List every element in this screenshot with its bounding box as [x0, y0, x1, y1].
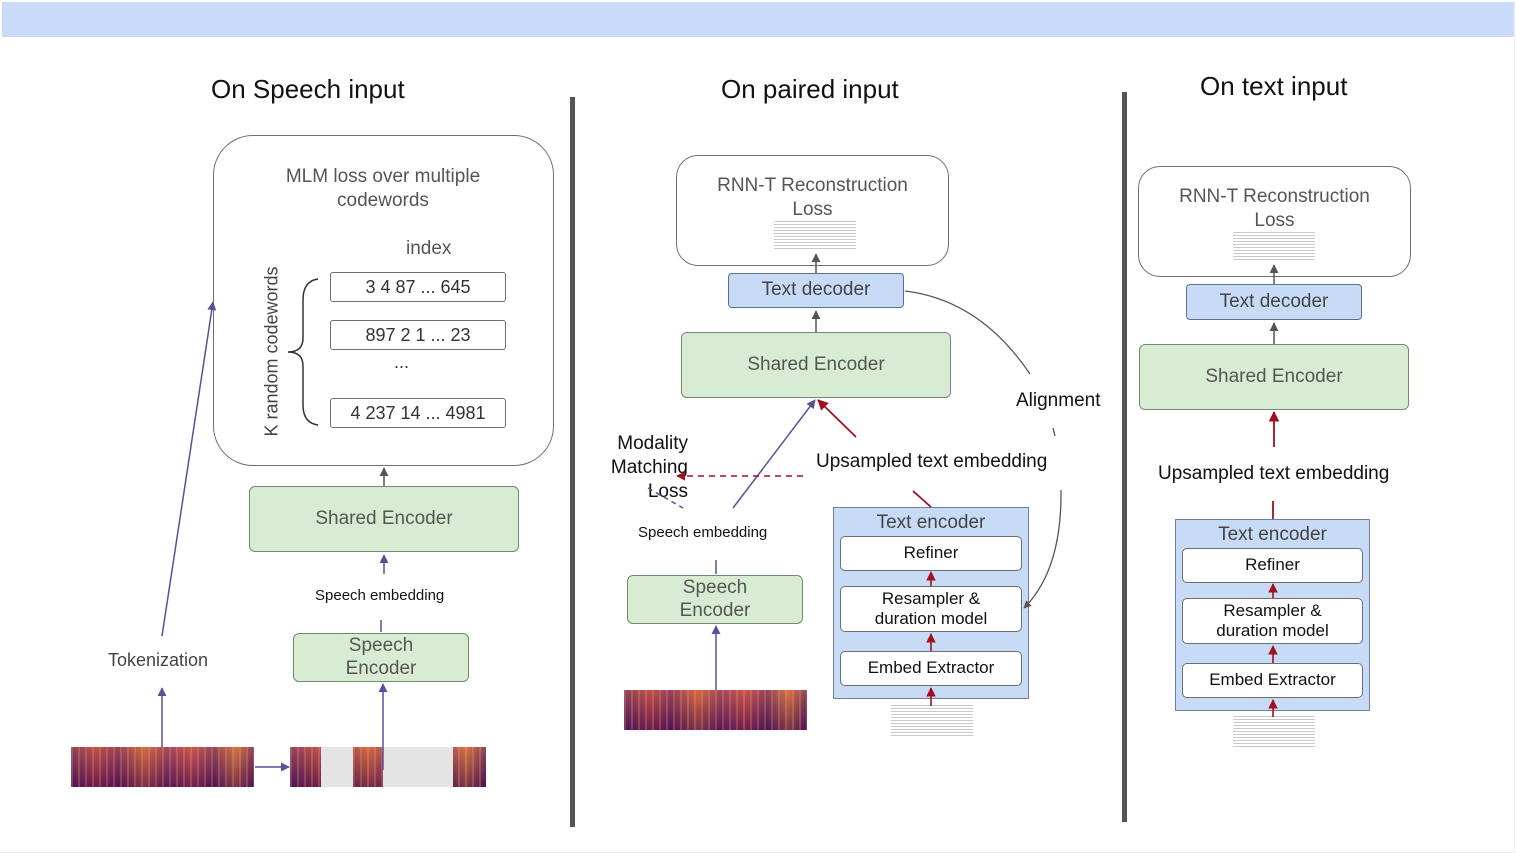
speech-encoder-left: Speech Encoder	[293, 633, 469, 682]
embed-extractor-text: Embed Extractor	[1182, 663, 1363, 698]
codeword-row-1: 3 4 87 ... 645	[330, 272, 506, 302]
text-decoder-text: Text decoder	[1186, 284, 1362, 320]
alignment-curve-top	[904, 290, 1031, 375]
text-input-document-paired	[891, 705, 973, 737]
text-input-document-text	[1233, 716, 1315, 748]
upsampled-text-embedding-paired: Upsampled text embedding	[816, 451, 1048, 472]
codeword-ellipsis: ...	[394, 352, 410, 372]
refiner-text: Refiner	[1182, 548, 1363, 583]
rnnt-loss-label-paired: RNN-T Reconstruction Loss	[717, 175, 908, 220]
codeword-brace	[287, 278, 319, 426]
divider-right	[1122, 92, 1127, 822]
document-thumbnail-text-top	[1233, 232, 1315, 262]
modality-dashed-link	[647, 487, 684, 509]
divider-left	[570, 97, 575, 827]
text-decoder-paired: Text decoder	[728, 273, 904, 308]
line-textenc-to-upsampled-paired	[912, 490, 932, 508]
codeword-row-2: 897 2 1 ... 23	[330, 320, 506, 350]
embed-extractor-paired: Embed Extractor	[840, 651, 1022, 686]
tokenization-label: Tokenization	[108, 650, 209, 670]
resampler-text: Resampler & duration model	[1182, 598, 1363, 644]
alignment-tick	[1052, 427, 1056, 437]
arrow-tokenization-to-mlm	[161, 301, 217, 637]
arrow-speech-embed-to-shared	[732, 399, 816, 509]
speech-embedding-paired: Speech embedding	[638, 524, 768, 541]
arrow-upsampled-to-shared	[817, 399, 857, 438]
spectrogram-input-paired	[624, 690, 807, 730]
spectrogram-input-left	[71, 747, 254, 787]
shared-encoder-text: Shared Encoder	[1139, 344, 1409, 410]
upsampled-text-embedding-text: Upsampled text embedding	[1158, 463, 1390, 484]
header-bar	[2, 2, 1514, 37]
mask-block-2	[383, 747, 453, 787]
codeword-row-3: 4 237 14 ... 4981	[330, 398, 506, 428]
mask-block-1	[321, 747, 353, 787]
paired-panel-title: On paired input	[721, 74, 899, 104]
index-label: index	[406, 238, 452, 259]
shared-encoder-speech: Shared Encoder	[249, 486, 519, 552]
text-encoder-label-text: Text encoder	[1218, 524, 1327, 545]
modality-matching-loss-label: Modality Matching Loss	[610, 433, 688, 502]
speech-panel-title: On Speech input	[211, 74, 405, 104]
speech-embedding-label: Speech embedding	[315, 587, 445, 604]
speech-encoder-paired: Speech Encoder	[627, 575, 803, 624]
shared-encoder-paired: Shared Encoder	[681, 332, 951, 398]
document-thumbnail-paired-top	[774, 221, 856, 251]
mlm-loss-label: MLM loss over multiple codewords	[285, 166, 481, 211]
resampler-paired: Resampler & duration model	[840, 586, 1022, 632]
rnnt-loss-label-text: RNN-T Reconstruction Loss	[1179, 186, 1370, 231]
alignment-curve-bottom	[1023, 489, 1062, 609]
text-encoder-label-paired: Text encoder	[876, 512, 986, 533]
text-panel-title: On text input	[1200, 71, 1348, 101]
alignment-label: Alignment	[1016, 390, 1101, 411]
refiner-paired: Refiner	[840, 536, 1022, 571]
